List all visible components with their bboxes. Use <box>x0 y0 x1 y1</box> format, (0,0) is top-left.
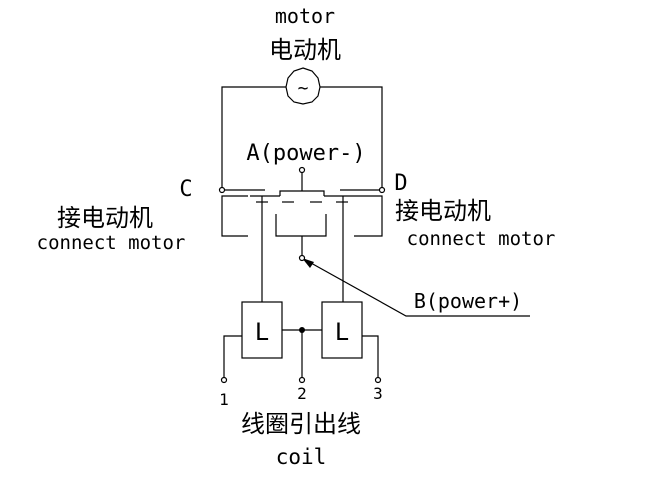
connect-right-en: connect motor <box>407 228 556 250</box>
coil-junction-dot <box>299 327 305 333</box>
motor-label-zh: 电动机 <box>269 36 341 64</box>
lead-1-dot <box>220 376 228 384</box>
terminal-c-label: C <box>179 177 192 202</box>
terminal-d-label: D <box>394 171 407 196</box>
lead-3-wire <box>362 335 379 378</box>
connect-left-zh: 接电动机 <box>57 204 153 232</box>
contact-bar-a <box>279 190 325 196</box>
motor-wire-left <box>221 86 286 190</box>
terminal-c-dot <box>218 186 226 194</box>
connect-left-en: connect motor <box>37 232 186 254</box>
contact-bar-b <box>275 214 327 237</box>
lead-1-wire <box>223 335 242 378</box>
terminal-b-label: B(power+) <box>414 289 522 313</box>
b-leader-line <box>301 257 530 317</box>
lead-2-label: 2 <box>297 384 307 403</box>
coil-right-label: L <box>335 318 349 346</box>
coil-left-label: L <box>255 318 269 346</box>
lead-3-label: 3 <box>373 384 383 403</box>
connect-right-zh: 接电动机 <box>395 197 491 225</box>
lead-1-label: 1 <box>219 390 229 409</box>
right-contact-bracket <box>354 195 383 237</box>
lead-2-dot <box>298 376 306 384</box>
b-arrow-head <box>302 258 314 268</box>
coil-caption-en: coil <box>276 445 327 469</box>
left-contact-bracket <box>221 195 248 237</box>
terminal-a-label: A(power-) <box>246 141 365 166</box>
motor-symbol <box>285 67 321 105</box>
terminal-b-dot <box>298 254 306 262</box>
motor-symbol-text: ~ <box>298 78 309 99</box>
coil-caption-zh: 线圈引出线 <box>241 410 361 438</box>
motor-wire-right <box>320 86 383 190</box>
motor-label-en: motor <box>275 4 335 28</box>
terminal-a-dot <box>298 166 306 174</box>
lead-3-dot <box>374 376 382 384</box>
terminal-d-dot <box>378 186 386 194</box>
